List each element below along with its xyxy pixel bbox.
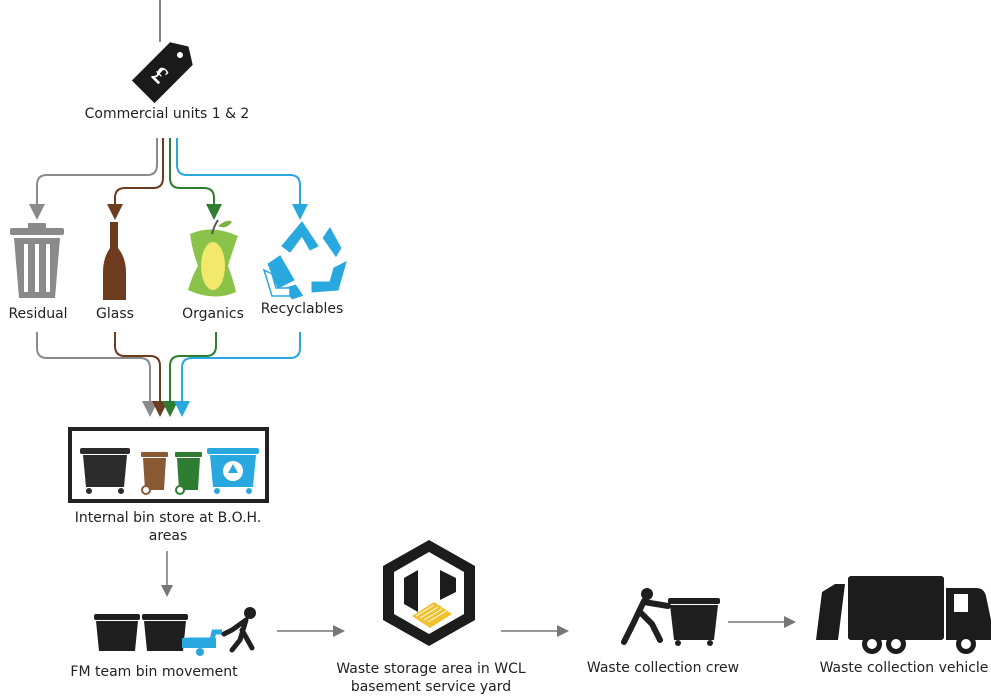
stream-label-glass: Glass [96,306,134,322]
green-bin-icon [175,452,202,495]
bin-tug-icon [94,607,256,656]
storage-area-label: Waste storage area in WCL basement servi… [336,660,525,696]
source-label: Commercial units 1 & 2 [84,106,250,122]
stream-label-organics: Organics [182,306,244,322]
blue-recycling-bin-icon [207,448,259,494]
trash-bin-icon [10,223,64,298]
arrow-to-organics [169,138,222,220]
bottle-icon [103,222,126,300]
bin-store-label: Internal bin store at B.O.H. areas [75,509,262,545]
collection-crew-label: Waste collection crew [586,660,740,676]
brown-bin-icon [141,452,168,495]
black-wheelie-bin-icon [80,448,130,494]
collection-vehicle-label: Waste collection vehicle [819,660,989,676]
storage-area-label-line2: basement service yard [350,679,512,695]
arrow-residual-to-store [36,332,158,417]
price-tag-icon: £ [131,42,193,104]
bin-store-label-line2: areas [148,528,188,544]
apple-core-icon [188,219,238,297]
arrow-organics-to-store [162,332,217,417]
recycle-icon [262,221,347,301]
arrow-to-glass [107,138,164,220]
stream-label-recyclables: Recyclables [260,301,344,317]
fm-team-label: FM team bin movement [70,664,238,680]
storage-area-label-line1: Waste storage area in WCL [336,661,526,677]
stream-label-residual: Residual [8,306,68,322]
storage-area-logo-icon [383,540,475,646]
refuse-truck-icon [816,576,991,654]
arrow-to-residual [29,138,158,220]
arrow-recyclables-to-store [174,332,301,417]
bin-store-label-line1: Internal bin store at B.O.H. [74,510,262,526]
arrow-glass-to-store [114,332,168,417]
arrow-to-recyclables [176,138,308,220]
crew-pushing-bin-icon [621,588,720,646]
